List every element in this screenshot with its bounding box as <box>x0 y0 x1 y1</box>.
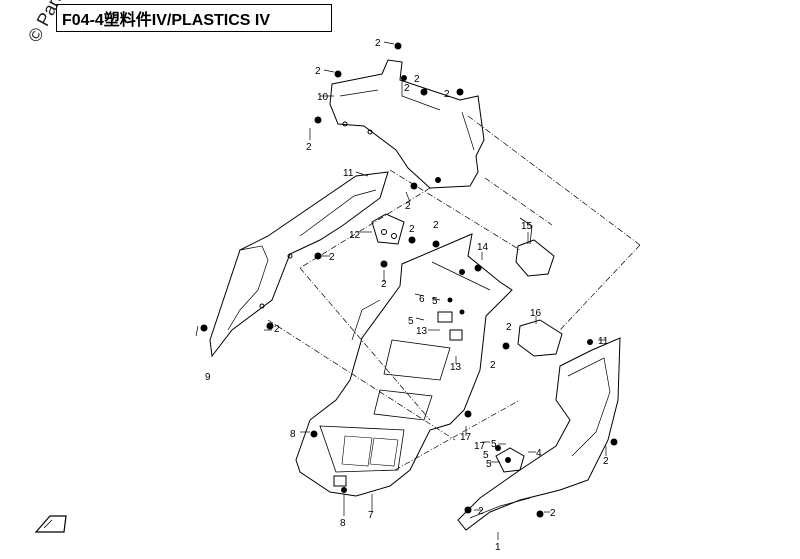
fasteners <box>200 42 618 518</box>
callout-label: 2 <box>444 89 450 100</box>
callout-label: 11 <box>598 336 609 347</box>
callout-label: 17 <box>460 432 472 443</box>
callout-label: 8 <box>340 518 346 529</box>
callout-label: 8 <box>290 429 296 440</box>
callout-label: 2 <box>315 66 321 77</box>
callout-label: 2 <box>375 38 381 49</box>
callout-label: 2 <box>409 224 415 235</box>
part-1-right-side-cover <box>457 337 621 531</box>
callout-label: 6 <box>419 294 425 305</box>
callout-label: 5 <box>432 296 438 307</box>
callout-label: 2 <box>329 252 335 263</box>
callout-label: 2 <box>274 324 280 335</box>
callout-label: 2 <box>478 506 484 517</box>
callout-label: 4 <box>536 448 542 459</box>
callout-label: 5 <box>486 459 492 470</box>
part-9-left-side-cover <box>209 171 389 358</box>
part-16-bracket <box>517 319 563 357</box>
callout-label: 2 <box>433 220 439 231</box>
callout-label: 16 <box>530 308 542 319</box>
callout-label: 7 <box>368 510 374 521</box>
callout-label: 2 <box>550 508 556 519</box>
callout-label: 5 <box>491 439 497 450</box>
callout-label: 13 <box>416 326 428 337</box>
front-arrow-logo <box>34 515 67 533</box>
part-10-upper-cover <box>329 59 485 189</box>
callout-label: 9 <box>205 372 211 383</box>
callout-label: 2 <box>414 74 420 85</box>
page-title: F04-4塑料件IV/PLASTICS IV <box>62 12 271 29</box>
callout-label: 5 <box>408 316 414 327</box>
callout-label: 2 <box>306 142 312 153</box>
callout-label: 2 <box>381 279 387 290</box>
callout-label: 15 <box>521 221 533 232</box>
callout-label: 2 <box>506 322 512 333</box>
assembly-reference-lines <box>267 115 641 471</box>
callout-label: 1 <box>495 542 501 553</box>
callout-labels: 2 2 2 2 2 10 2 11 2 12 2 2 14 15 2 2 6 5… <box>205 38 609 553</box>
callout-label: 2 <box>603 456 609 467</box>
callout-label: 12 <box>349 230 361 241</box>
callout-label: 14 <box>477 242 489 253</box>
part-4-bracket <box>495 447 525 473</box>
part-7-undertray <box>295 233 513 497</box>
callout-label: 10 <box>317 92 329 103</box>
callout-label: 2 <box>404 83 410 94</box>
title-box <box>56 4 332 32</box>
callout-label: 2 <box>405 201 411 212</box>
callout-label: 5 <box>483 450 489 461</box>
part-12-bracket <box>371 213 405 245</box>
callout-label: 13 <box>450 362 462 373</box>
callout-label: 17 <box>474 441 486 452</box>
part-15-bracket <box>515 239 555 277</box>
callout-label: 11 <box>343 168 354 179</box>
callout-label: 2 <box>490 360 496 371</box>
